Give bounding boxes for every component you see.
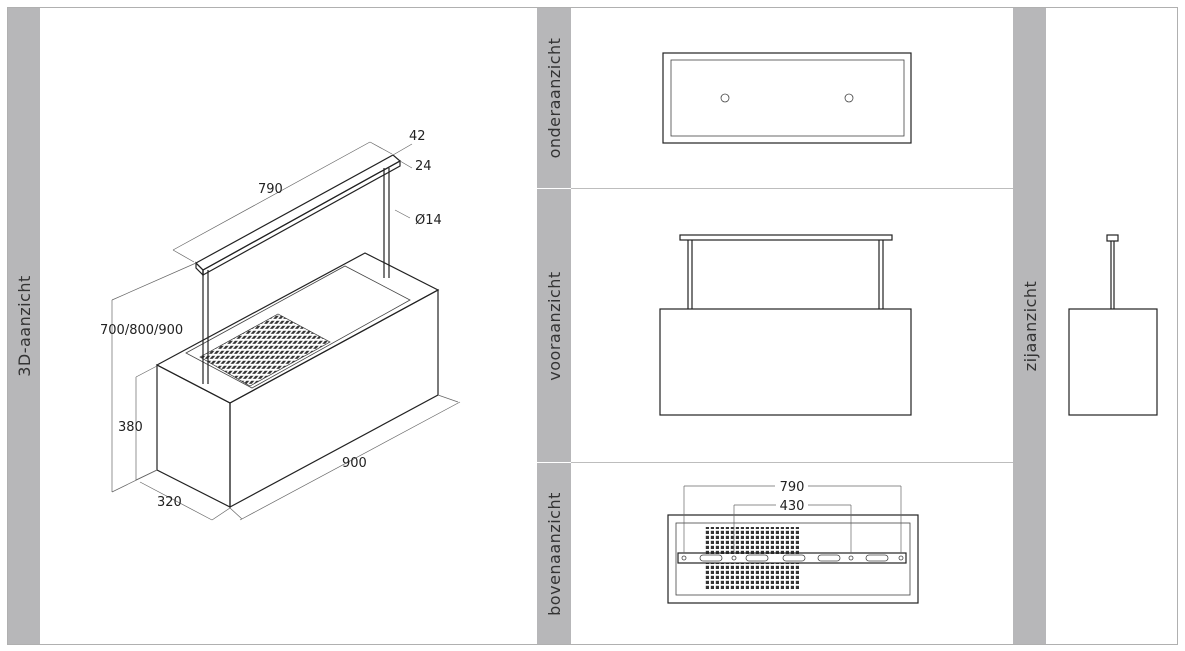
top-rail [677,552,907,564]
iso-rail [195,154,402,271]
iso-body-front-face [229,288,439,509]
iso-grille [199,313,331,387]
dim-label-24: 24 [415,159,432,174]
front-rail [679,234,893,241]
dim-label-320: 320 [157,495,182,510]
top-outer [667,514,919,604]
front-view [659,234,912,416]
dim-label-total-height: 700/800/900 [100,323,183,338]
label-top-view: bovenaanzicht [545,492,564,616]
bottom-view [662,52,912,144]
bottom-inner [670,59,905,137]
dim-label-900: 900 [342,456,367,471]
top-view: 790 430 [667,480,919,604]
bottom-outer [662,52,912,144]
side-view [1068,234,1158,416]
iso-rim [185,265,411,389]
label-side-view: zijaanzicht [1021,281,1040,372]
label-bottom-view: onderaanzicht [545,38,564,159]
front-body [659,308,912,416]
dim-label-diameter: Ø14 [415,213,442,228]
label-band-iso [8,8,40,644]
label-band-middle [537,8,571,644]
label-band-side [1013,8,1046,644]
dim-line-790 [172,141,371,251]
bottom-hole-left [720,93,730,103]
dim-label-42: 42 [409,129,426,144]
bottom-hole-right [844,93,854,103]
iso-body-left-face [156,364,231,508]
label-3d-view: 3D-aanzicht [15,275,34,377]
sheet-frame [7,7,1178,645]
side-rail [1106,234,1119,242]
top-grille-upper [705,527,800,555]
top-dim-label-430: 430 [780,499,805,514]
iso-body-top-face [155,252,440,404]
side-body [1068,308,1158,416]
dim-line-320 [139,481,213,521]
top-grille-lower [705,563,800,590]
dim-line-900 [239,401,461,521]
iso-view: 790 42 24 Ø14 700/800/900 380 320 900 [100,129,461,521]
dim-label-790: 790 [258,182,283,197]
top-inner [675,522,911,596]
label-front-view: vooraanzicht [545,271,564,380]
dim-label-380: 380 [118,420,143,435]
top-dim-label-790: 790 [780,480,805,495]
